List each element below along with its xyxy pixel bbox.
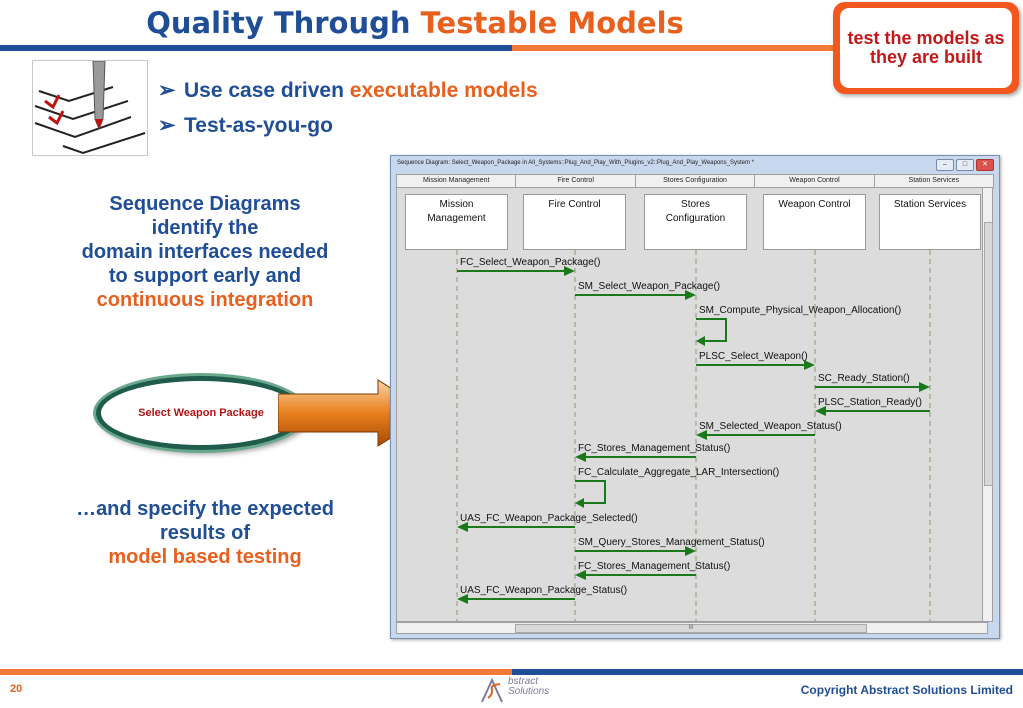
left-text-sequence: Sequence Diagrams identify the domain in… bbox=[81, 193, 329, 311]
horizontal-scrollbar[interactable]: III bbox=[396, 622, 988, 634]
window-title: Sequence Diagram: Select_Weapon_Package … bbox=[397, 160, 754, 166]
message-label[interactable]: PLSC_Station_Ready() bbox=[818, 397, 922, 408]
slide-title: Quality Through Testable Models bbox=[146, 6, 684, 40]
message-label[interactable]: FC_Stores_Management_Status() bbox=[578, 561, 731, 572]
bottom-divider-blue bbox=[512, 669, 1023, 675]
column-header[interactable]: Stores Configuration bbox=[636, 175, 756, 187]
message-label[interactable]: SC_Ready_Station() bbox=[818, 373, 910, 384]
message-label[interactable]: SM_Compute_Physical_Weapon_Allocation() bbox=[699, 305, 902, 316]
message-label[interactable]: UAS_FC_Weapon_Package_Selected() bbox=[460, 513, 638, 524]
scroll-thumb[interactable] bbox=[984, 222, 993, 486]
message-arrow[interactable] bbox=[575, 290, 696, 300]
message-arrow[interactable] bbox=[575, 546, 696, 556]
message-arrow[interactable] bbox=[815, 382, 930, 392]
lifeline-box[interactable]: Weapon Control bbox=[763, 194, 866, 250]
page-number: 20 bbox=[10, 683, 23, 695]
logo-text: bstract Solutions bbox=[508, 676, 550, 697]
callout-box: test the models as they are built bbox=[833, 2, 1019, 94]
lifeline-box[interactable]: Fire Control bbox=[523, 194, 626, 250]
copyright-text: Copyright Abstract Solutions Limited bbox=[800, 683, 1013, 697]
sequence-diagram-window: Sequence Diagram: Select_Weapon_Package … bbox=[390, 155, 1000, 639]
sequence-graphics bbox=[456, 250, 931, 621]
use-case-oval: Select Weapon Package bbox=[96, 376, 306, 450]
minimize-button[interactable]: – bbox=[936, 159, 954, 171]
left-text-testing: …and specify the expected results of mod… bbox=[76, 498, 334, 568]
close-button[interactable]: ✕ bbox=[976, 159, 994, 171]
callout-text: test the models as they are built bbox=[840, 8, 1012, 88]
message-label[interactable]: SM_Query_Stores_Management_Status() bbox=[578, 537, 765, 548]
top-divider-blue bbox=[0, 45, 512, 51]
lifeline-box[interactable]: Stores Configuration bbox=[644, 194, 747, 250]
top-divider-orange bbox=[512, 45, 834, 51]
column-header[interactable]: Station Services bbox=[908, 177, 960, 184]
message-arrow[interactable] bbox=[696, 430, 815, 440]
diagram-canvas[interactable]: Mission Management Fire Control Stores C… bbox=[396, 187, 988, 622]
message-arrow[interactable] bbox=[457, 594, 575, 604]
lifeline-box[interactable]: Mission Management bbox=[405, 194, 508, 250]
message-label[interactable]: PLSC_Select_Weapon() bbox=[699, 351, 808, 362]
bullet-arrow-icon: ➢ bbox=[158, 79, 176, 102]
message-label[interactable]: SM_Selected_Weapon_Status() bbox=[699, 421, 842, 432]
column-headers: Mission Management Fire Control Stores C… bbox=[396, 174, 994, 188]
column-header[interactable]: Weapon Control bbox=[755, 175, 875, 187]
message-arrow[interactable] bbox=[457, 522, 575, 532]
column-header[interactable]: Mission Management bbox=[397, 175, 517, 187]
checklist-pen-icon bbox=[32, 60, 148, 156]
message-label[interactable]: UAS_FC_Weapon_Package_Status() bbox=[460, 585, 628, 596]
message-label[interactable]: FC_Calculate_Aggregate_LAR_Intersection(… bbox=[578, 467, 780, 478]
message-arrow[interactable] bbox=[457, 266, 575, 276]
column-header[interactable]: Fire Control bbox=[516, 175, 636, 187]
bullet-arrow-icon: ➢ bbox=[158, 114, 176, 137]
abstract-solutions-logo-icon bbox=[481, 677, 503, 703]
message-arrow[interactable] bbox=[815, 406, 930, 416]
message-arrow[interactable] bbox=[575, 452, 696, 462]
scroll-thumb[interactable]: III bbox=[515, 624, 867, 633]
message-label[interactable]: SM_Select_Weapon_Package() bbox=[578, 281, 721, 292]
message-arrow[interactable] bbox=[575, 570, 696, 580]
message-arrow[interactable] bbox=[696, 318, 727, 346]
bullet-2: ➢Test-as-you-go bbox=[158, 114, 333, 137]
message-label[interactable]: FC_Select_Weapon_Package() bbox=[460, 257, 601, 268]
bottom-divider-orange bbox=[0, 669, 512, 675]
bullet-1: ➢Use case driven executable models bbox=[158, 79, 538, 102]
vertical-scrollbar[interactable] bbox=[982, 187, 993, 622]
message-arrow[interactable] bbox=[575, 480, 606, 508]
message-label[interactable]: FC_Stores_Management_Status() bbox=[578, 443, 731, 454]
message-arrow[interactable] bbox=[696, 360, 815, 370]
maximize-button[interactable]: □ bbox=[956, 159, 974, 171]
lifeline-box[interactable]: Station Services bbox=[879, 194, 981, 250]
